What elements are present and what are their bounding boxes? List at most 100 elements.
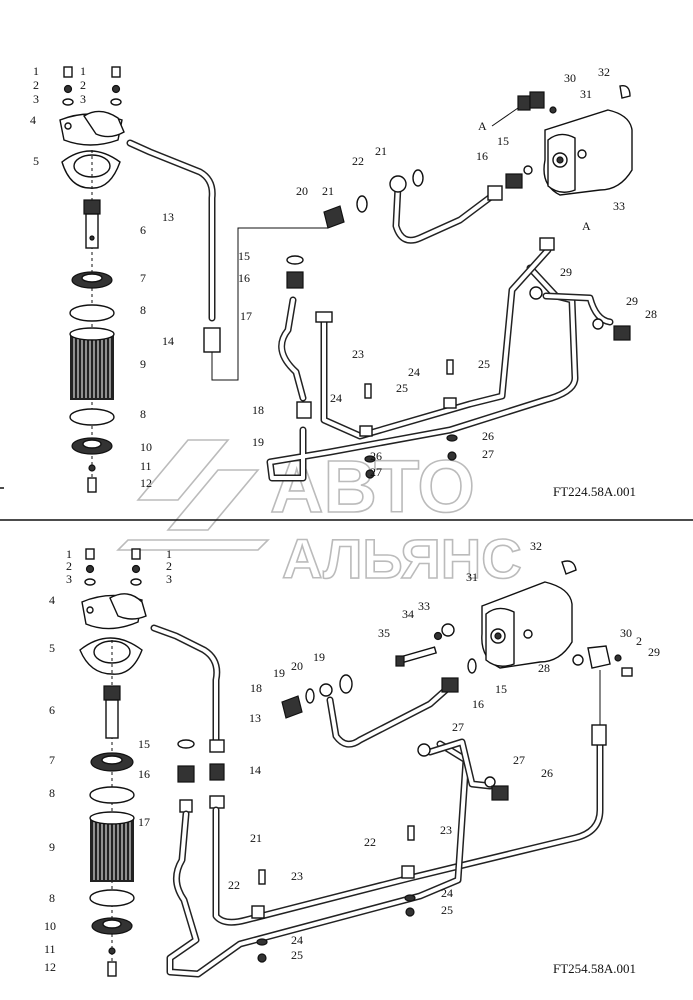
watermark: АВТО АЛЬЯНС [116,439,522,591]
callout-label: 17 [240,309,252,323]
callout-label: 29 [626,294,638,308]
callout-label: 8 [49,891,55,905]
callout-label: 9 [140,357,146,371]
bolt-icon [62,66,122,106]
callout-label: 1 [80,64,86,78]
callout-label: 7 [49,753,55,767]
callout-label: 16 [472,697,484,711]
callout-label: 13 [162,210,174,224]
callout-label: 18 [250,681,262,695]
bottom-drawing-code: FT254.58A.001 [553,961,636,976]
hydraulic-pump-icon [543,109,633,196]
callout-label: 2 [80,78,86,92]
callout-label: 12 [44,960,56,974]
callout-label: 3 [33,92,39,106]
pipe-union-icon [203,327,221,353]
callout-label: 15 [497,134,509,148]
callout-label: 16 [476,149,488,163]
bolt-icon [84,548,142,586]
callout-label: 22 [352,154,364,168]
callout-label: 33 [613,199,625,213]
callout-label: 18 [252,403,264,417]
callout-label: 23 [352,347,364,361]
callout-label: A [582,219,591,233]
callout-label: 8 [140,407,146,421]
filter-element-icon [69,327,115,400]
callout-label: 4 [30,113,36,127]
callout-label: 3 [166,572,172,586]
callout-label: 17 [138,815,150,829]
callout-label: 13 [249,711,261,725]
callout-label: 35 [378,626,390,640]
callout-label: 21 [250,831,262,845]
watermark-line2: АЛЬЯНС [282,527,522,590]
callout-label: 20 [296,184,308,198]
callout-label: 30 [564,71,576,85]
callout-label: 19 [273,666,285,680]
hydraulic-pump-icon [481,581,573,669]
callout-label: 11 [140,459,152,473]
callout-label: 27 [370,465,382,479]
callout-label: 31 [466,570,478,584]
callout-label: 1 [33,64,39,78]
callout-label: 3 [66,572,72,586]
callout-label: 7 [140,271,146,285]
callout-label: 2 [636,634,642,648]
callout-label: 25 [441,903,453,917]
callout-label: 6 [140,223,146,237]
callout-label: 22 [364,835,376,849]
callout-label: 25 [396,381,408,395]
callout-label: 14 [162,334,174,348]
filter-element-icon [89,811,135,882]
callout-label: 25 [291,948,303,962]
bottom-diagram [79,548,633,978]
callout-label: 2 [33,78,39,92]
callout-label: 3 [80,92,86,106]
callout-label: 23 [291,869,303,883]
watermark-logo-icon [116,439,270,551]
callout-label: 16 [238,271,250,285]
callout-label: 32 [530,539,542,553]
callout-label: 27 [482,447,494,461]
callout-label: 2 [166,559,172,573]
callout-label: 14 [249,763,261,777]
callout-label: 31 [580,87,592,101]
callout-label: 16 [138,767,150,781]
callout-label: 10 [140,440,152,454]
callout-label: 15 [238,249,250,263]
callout-label: 1 [66,547,72,561]
callout-label: 25 [478,357,490,371]
callout-label: 33 [418,599,430,613]
callout-label: 24 [330,391,342,405]
callout-label: 9 [49,840,55,854]
callout-label: 22 [228,878,240,892]
callout-label: 28 [538,661,550,675]
callout-label: 23 [440,823,452,837]
callout-label: 11 [44,942,56,956]
callout-label: 26 [541,766,553,780]
seal-ring-icon [69,304,115,322]
callout-label: 29 [648,645,660,659]
callout-label: 27 [452,720,464,734]
callout-label: 5 [49,641,55,655]
callout-label: 24 [291,933,303,947]
callout-label: 21 [322,184,334,198]
callout-label: 34 [402,607,414,621]
callout-label: 12 [140,476,152,490]
top-drawing-code: FT224.58A.001 [553,484,636,499]
callout-label: 5 [33,154,39,168]
callout-label: 24 [408,365,420,379]
callout-label: 19 [252,435,264,449]
callout-label: 32 [598,65,610,79]
callout-label: 21 [375,144,387,158]
filter-housing-icon [59,110,125,146]
callout-label: 30 [620,626,632,640]
callout-label: 26 [482,429,494,443]
callout-label: 1 [166,547,172,561]
callout-label: 10 [44,919,56,933]
callout-label: 20 [291,659,303,673]
callout-label: 8 [49,786,55,800]
callout-label: 19 [313,650,325,664]
